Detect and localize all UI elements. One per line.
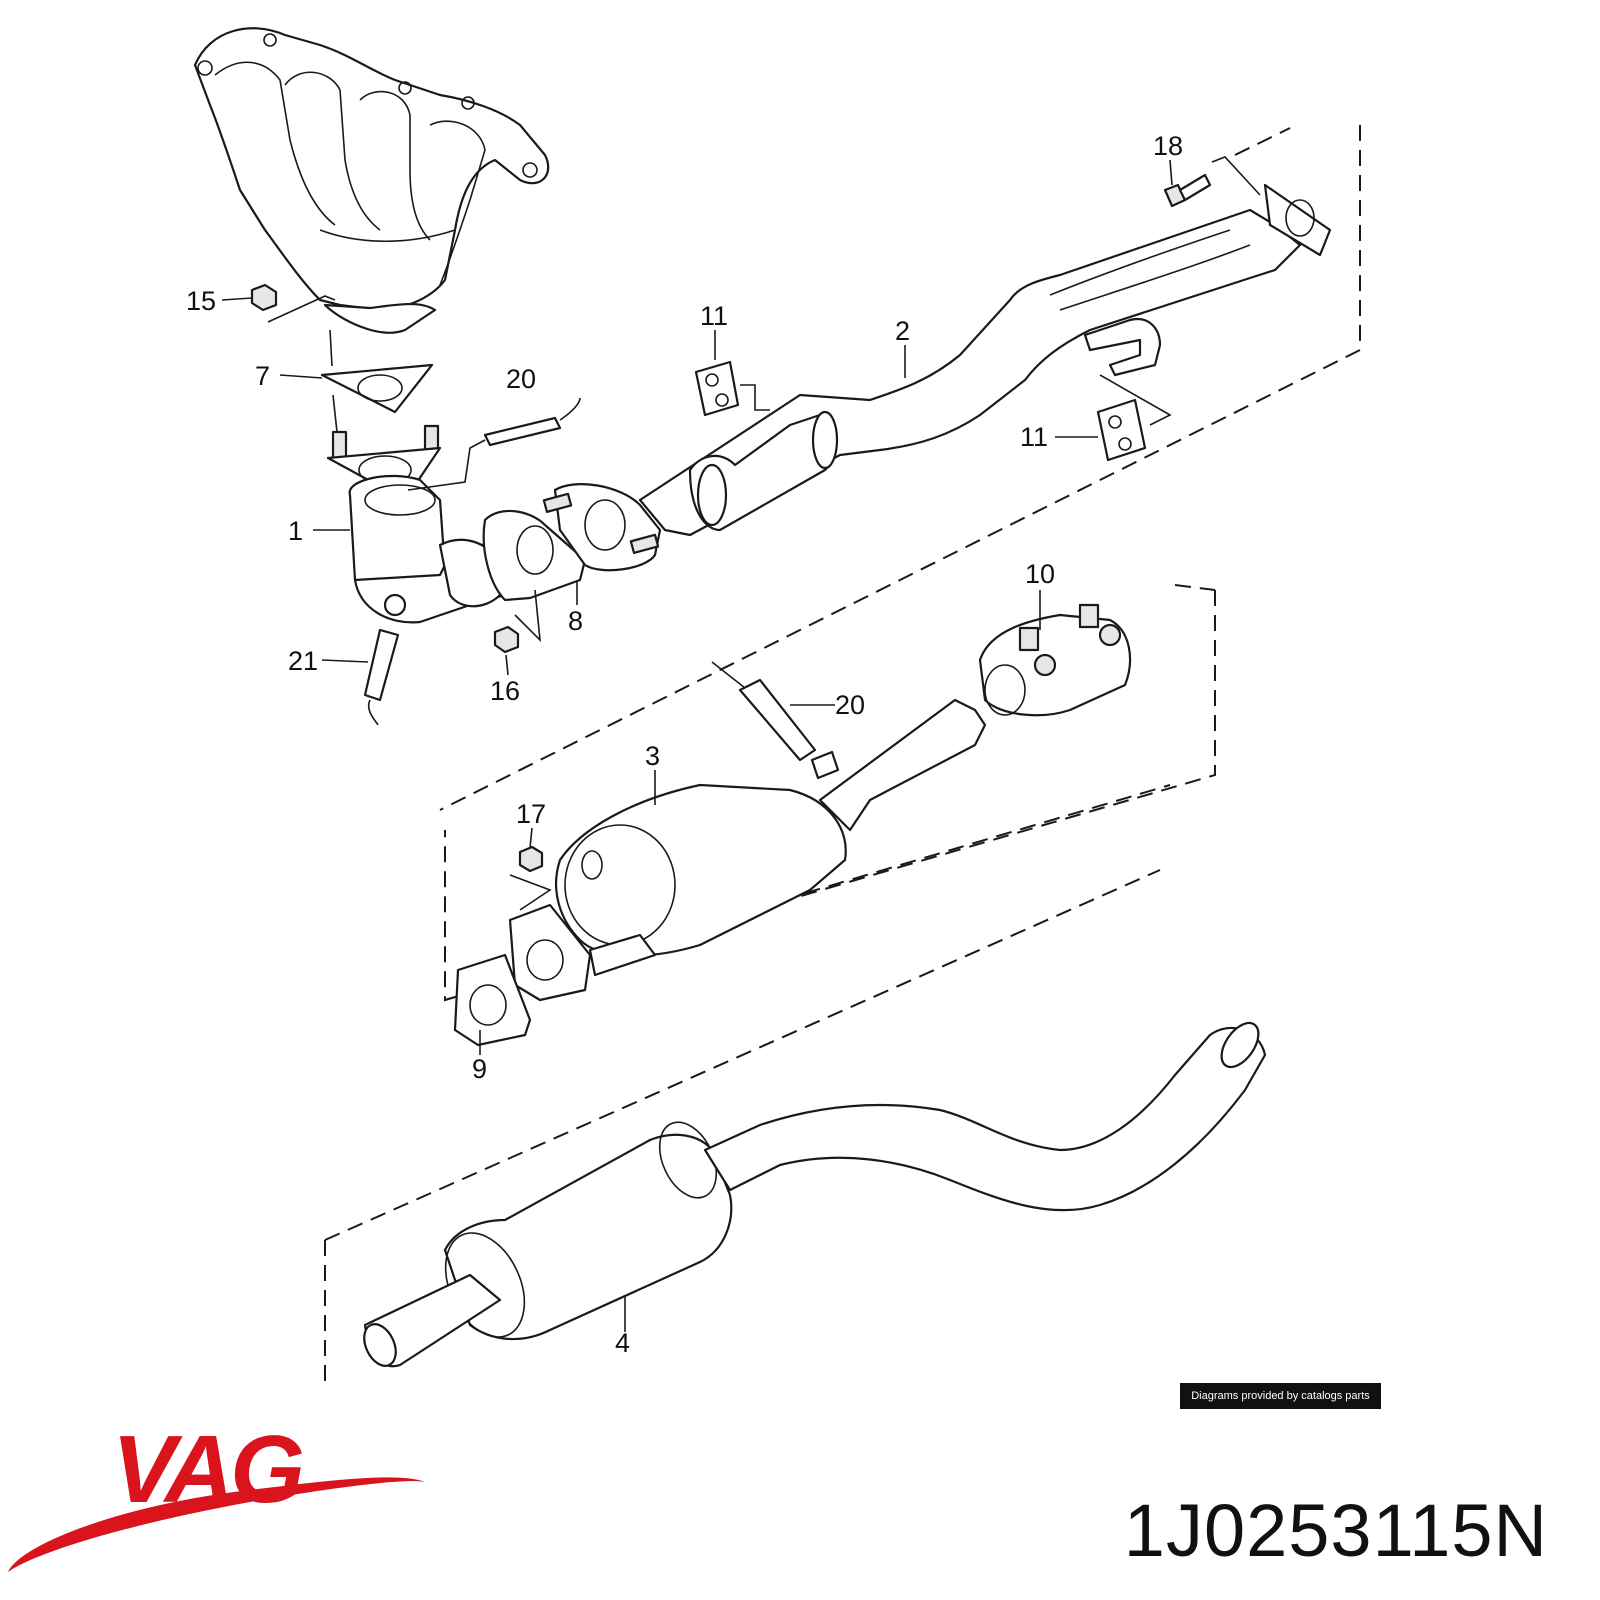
callout-1: 1 (288, 516, 303, 546)
bolt-18 (1163, 173, 1212, 208)
clamp-10 (978, 603, 1132, 717)
callout-10: 10 (1025, 559, 1055, 589)
callout-17: 17 (516, 799, 546, 829)
callout-7: 7 (255, 361, 270, 391)
callout-15: 15 (186, 286, 216, 316)
callout-11-lower: 11 (1020, 422, 1048, 452)
nut-17 (518, 845, 544, 873)
callout-9: 9 (472, 1054, 487, 1084)
brand-wordmark: VAG (112, 1416, 302, 1523)
oxygen-sensor-21 (363, 628, 400, 726)
oxygen-sensor-20-lower (711, 661, 840, 780)
leader-lines (221, 156, 1261, 1332)
rubber-mount-11-lower (1096, 398, 1147, 462)
vag-brand-logo: VAG (8, 1416, 425, 1572)
callout-11-upper: 11 (700, 301, 728, 331)
rubber-mount-11-upper (694, 360, 740, 417)
silencer-4 (363, 1021, 1267, 1368)
exhaust-manifold (193, 27, 550, 334)
assembly-boundaries (324, 125, 1361, 1390)
gasket-7 (320, 363, 434, 414)
nut-15 (250, 283, 278, 312)
part-number: 1J0253115N (1123, 1489, 1548, 1572)
callout-20-upper: 20 (506, 364, 536, 394)
catalytic-converter-1 (348, 474, 507, 624)
nut-16 (493, 625, 520, 654)
callout-4: 4 (615, 1328, 630, 1358)
callout-18: 18 (1153, 131, 1183, 161)
callout-20-lower: 20 (835, 690, 865, 720)
gasket-8 (482, 483, 662, 602)
callout-3: 3 (645, 741, 660, 771)
callout-16: 16 (490, 676, 520, 706)
callout-2: 2 (895, 316, 910, 346)
oxygen-sensor-20-upper (483, 397, 581, 447)
catalytic-converter-3 (453, 698, 987, 1047)
callout-21: 21 (288, 646, 318, 676)
diagram-credit-badge: Diagrams provided by catalogs parts (1180, 1383, 1381, 1409)
callout-8: 8 (568, 606, 583, 636)
front-pipe-2 (638, 183, 1332, 537)
callout-labels: 1 2 3 4 7 8 9 10 11 11 15 16 17 18 20 20… (186, 131, 1183, 1358)
